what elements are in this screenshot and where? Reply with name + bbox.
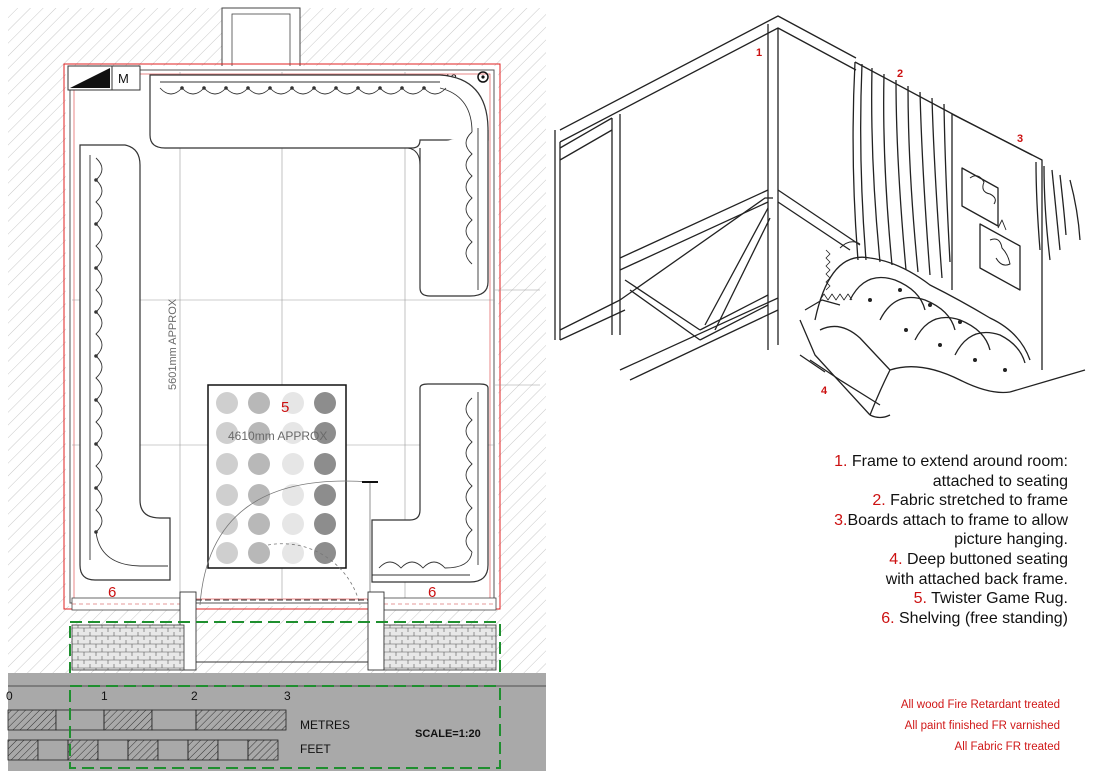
- twister-rug: [207, 384, 347, 569]
- legend-item: 2. Fabric stretched to frame: [872, 492, 1068, 510]
- scale-tick-3: 3: [284, 689, 291, 703]
- seating-right-upper: [419, 130, 489, 297]
- tufting-top: [159, 81, 447, 95]
- dim-length-label: 5601mm APPROX: [167, 298, 179, 390]
- feet-label: FEET: [300, 742, 331, 756]
- chimney: [221, 7, 301, 69]
- note-line: All wood Fire Retardant treated: [900, 699, 1060, 711]
- brick-left: [71, 624, 185, 671]
- scale-tick-2: 2: [191, 689, 198, 703]
- legend-item: 1. Frame to extend around room:: [834, 453, 1068, 470]
- shelf-marker-right: 6: [428, 584, 436, 601]
- legend: 1. Frame to extend around room: attached…: [834, 452, 1068, 628]
- sketch-marker-4: 4: [821, 385, 828, 397]
- legend-item: attached to seating: [932, 472, 1068, 490]
- room-outline-red: [63, 63, 501, 610]
- tufting-right-lower: [372, 392, 479, 576]
- rug-spots: [216, 392, 336, 564]
- sketch-marker-3: 3: [1017, 133, 1023, 145]
- legend-item: picture hanging.: [954, 531, 1068, 549]
- isometric-sketch: [554, 15, 1086, 419]
- note-line: All paint finished FR varnished: [904, 720, 1060, 732]
- shelving-left: [71, 597, 181, 611]
- scale-label: SCALE=1:20: [415, 728, 481, 740]
- sketch-marker-1: 1: [756, 47, 762, 59]
- legend-item: 3.Boards attach to frame to allow: [834, 511, 1068, 529]
- seat-buttons: [868, 288, 1007, 372]
- door-swing: [199, 480, 371, 606]
- crosshair-icon: [477, 71, 489, 83]
- note-line: All Fabric FR treated: [954, 741, 1060, 753]
- tufting-left: [89, 155, 168, 567]
- seating-top: [149, 74, 489, 149]
- legend-item: 6. Shelving (free standing): [881, 609, 1068, 627]
- scale-feet-bar: [7, 739, 279, 761]
- dim-width-label: 4610mm APPROX: [228, 429, 327, 443]
- tufting-right-upper: [439, 87, 479, 290]
- metres-label: METRES: [300, 718, 350, 732]
- rug-marker: 5: [281, 399, 289, 416]
- door-tag-triangle: [70, 68, 110, 88]
- scale-tick-1: 1: [101, 689, 108, 703]
- seating-left: [79, 144, 171, 581]
- legend-item: with attached back frame.: [885, 570, 1068, 588]
- fire-notes: All wood Fire Retardant treated All pain…: [901, 695, 1060, 758]
- legend-item: 5. Twister Game Rug.: [913, 590, 1068, 608]
- floor-plan: M SS13: [6, 7, 546, 771]
- shelf-marker-left: 6: [108, 584, 116, 601]
- seating-right-lower: [371, 383, 489, 583]
- brick-right: [383, 624, 497, 671]
- sketch-marker-2: 2: [897, 68, 903, 80]
- legend-item: 4. Deep buttoned seating: [889, 550, 1068, 568]
- scale-tick-0: 0: [6, 689, 13, 703]
- shelving-right: [383, 597, 497, 611]
- door-tag-label: M: [118, 71, 129, 86]
- scale-metres-bar: [7, 709, 287, 731]
